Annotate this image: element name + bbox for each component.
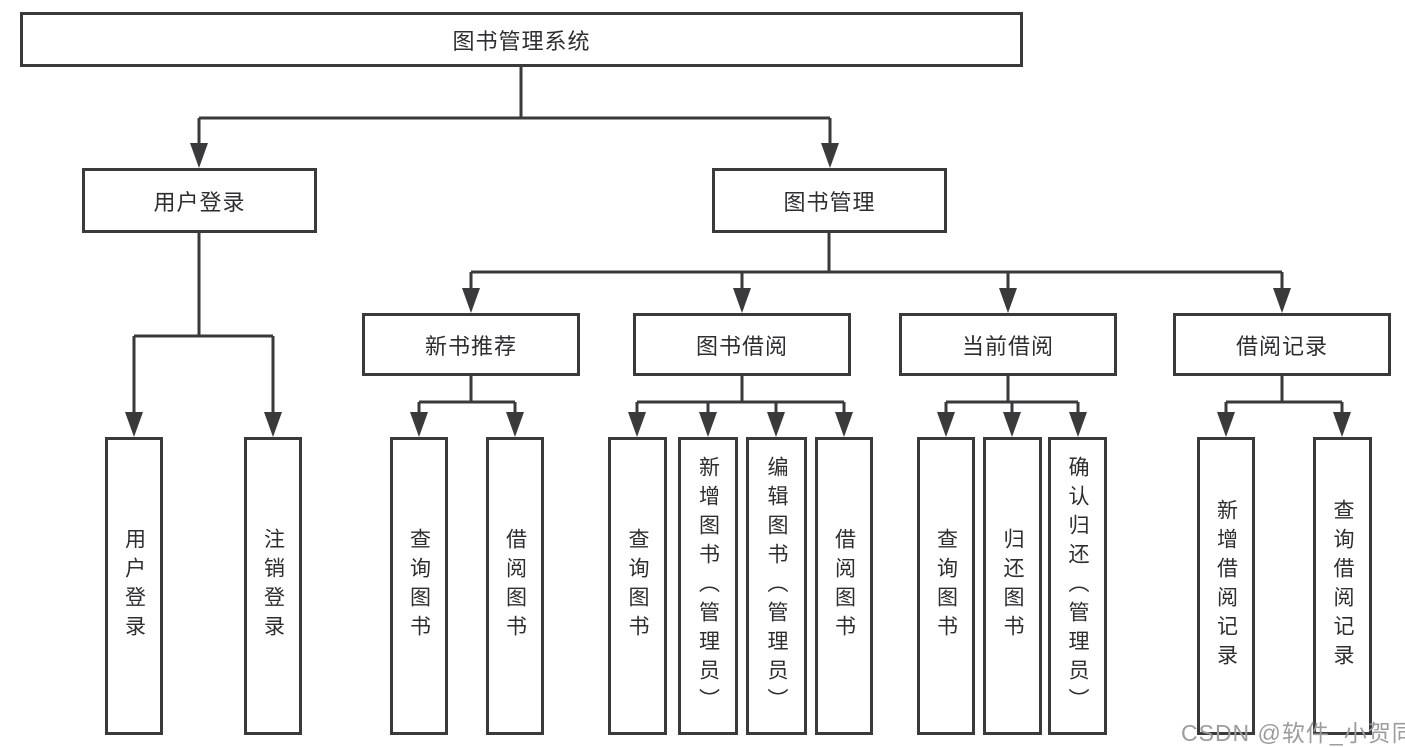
leaf-borrow-books-recommend: 借阅图书 (486, 437, 544, 735)
leaf-add-book-admin: 新增图书（管理员） (678, 437, 738, 735)
arrowhead (125, 412, 143, 437)
node-current-borrowing: 当前借阅 (899, 313, 1117, 376)
leaf-add-borrow-record-label: 新增借阅记录 (1214, 499, 1238, 673)
node-user-login-branch: 用户登录 (82, 168, 317, 233)
arrowhead (937, 412, 955, 437)
node-borrowing-records: 借阅记录 (1173, 313, 1391, 376)
leaf-borrow-books-borrowing-label: 借阅图书 (832, 528, 856, 644)
arrowhead (264, 412, 282, 437)
node-new-book-recommendation-label: 新书推荐 (424, 333, 517, 359)
arrowhead (1003, 412, 1021, 437)
arrowhead (821, 143, 839, 168)
node-borrowing-records-label: 借阅记录 (1235, 333, 1328, 359)
node-current-borrowing-label: 当前借阅 (961, 333, 1054, 359)
leaf-add-borrow-record: 新增借阅记录 (1197, 437, 1255, 735)
arrowhead (462, 288, 480, 313)
node-book-borrowing-label: 图书借阅 (695, 333, 788, 359)
leaf-query-books-borrowing-label: 查询图书 (626, 528, 649, 644)
arrowhead (767, 412, 785, 437)
arrowhead (506, 412, 524, 437)
arrowhead (699, 412, 717, 437)
leaf-add-book-admin-label: 新增图书（管理员） (696, 455, 720, 717)
arrowhead (1273, 288, 1291, 313)
leaf-user-login: 用户登录 (105, 437, 163, 735)
arrowhead (628, 412, 646, 437)
leaf-edit-book-admin: 编辑图书（管理员） (746, 437, 807, 735)
arrowhead (835, 412, 853, 437)
node-user-login-branch-label: 用户登录 (153, 189, 246, 215)
node-new-book-recommendation: 新书推荐 (362, 313, 580, 376)
arrowhead (410, 412, 428, 437)
leaf-logout-label: 注销登录 (261, 528, 285, 644)
leaf-confirm-return-admin-label: 确认归还（管理员） (1066, 455, 1089, 717)
arrowhead (190, 143, 208, 168)
leaf-user-login-label: 用户登录 (122, 528, 146, 644)
node-root: 图书管理系统 (20, 12, 1023, 67)
arrowhead (733, 288, 751, 313)
leaf-logout: 注销登录 (244, 437, 302, 735)
leaf-edit-book-admin-label: 编辑图书（管理员） (765, 455, 788, 717)
leaf-query-borrow-record-label: 查询借阅记录 (1331, 499, 1354, 673)
node-book-management: 图书管理 (712, 168, 947, 233)
leaf-query-books-borrowing: 查询图书 (608, 437, 667, 735)
arrowhead (1069, 412, 1087, 437)
leaf-query-books-current-label: 查询图书 (934, 528, 958, 644)
watermark: CSDN @软件_小贺同学 (1181, 720, 1405, 746)
node-book-management-label: 图书管理 (783, 189, 876, 215)
leaf-borrow-books-recommend-label: 借阅图书 (503, 528, 527, 644)
node-book-borrowing: 图书借阅 (633, 313, 851, 376)
node-root-label: 图书管理系统 (452, 28, 591, 54)
arrowhead (999, 288, 1017, 313)
leaf-query-books-recommend: 查询图书 (390, 437, 448, 735)
leaf-borrow-books-borrowing: 借阅图书 (815, 437, 873, 735)
leaf-query-books-recommend-label: 查询图书 (407, 528, 431, 644)
leaf-query-books-current: 查询图书 (917, 437, 975, 735)
leaf-return-books-label: 归还图书 (1001, 528, 1024, 644)
leaf-return-books: 归还图书 (983, 437, 1042, 735)
arrowhead (1217, 412, 1235, 437)
arrowhead (1333, 412, 1351, 437)
leaf-confirm-return-admin: 确认归还（管理员） (1048, 437, 1107, 735)
leaf-query-borrow-record: 查询借阅记录 (1313, 437, 1372, 735)
